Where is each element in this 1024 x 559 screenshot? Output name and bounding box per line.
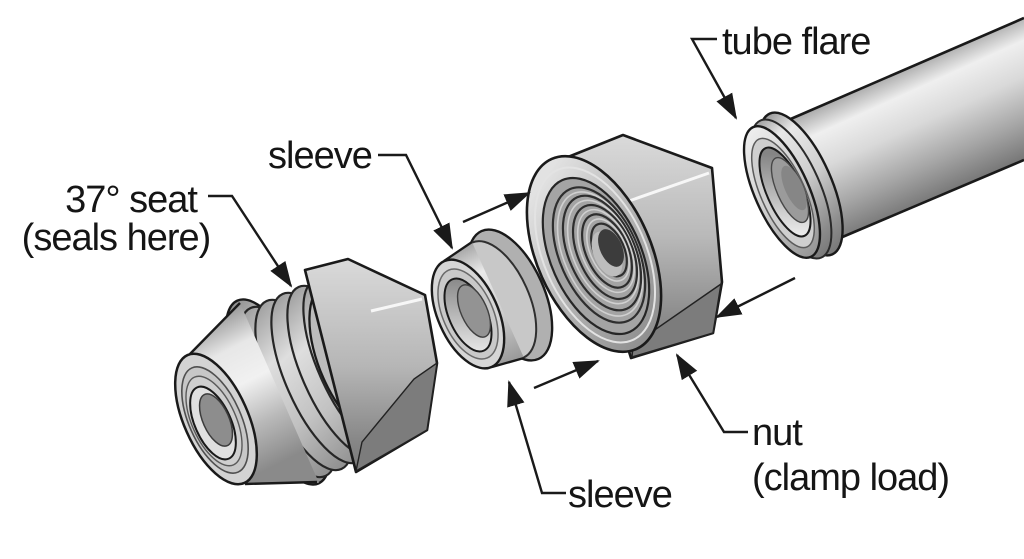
nut-chamfer-ring [533, 166, 657, 344]
label-37-seat-line1: 37° seat [65, 179, 198, 221]
leader-tube-flare [689, 37, 738, 120]
body-cone-top-edge [187, 302, 241, 357]
sleeve-bottom-edge [491, 356, 525, 369]
label-nut-line2: (clamp load) [752, 457, 949, 499]
leader-sleeve-top [378, 153, 454, 250]
nut-bore-hole [598, 229, 624, 267]
label-nut-line1: nut [752, 412, 803, 454]
nut-thread-ring [566, 199, 640, 305]
tube-with-flare [742, 16, 1024, 260]
sleeve-bore-deep [456, 284, 492, 338]
assembly-arrow-upper [462, 191, 531, 224]
assembly-arrow-lower [533, 359, 600, 390]
sleeve-part [430, 228, 554, 370]
label-sleeve-top: sleeve [268, 135, 372, 177]
label-37-seat-line2: (seals here) [22, 217, 211, 259]
nut-thread-ring [561, 194, 643, 312]
body-cone [188, 303, 319, 483]
fitting-body-part [173, 257, 439, 486]
body-hex-dark-face [354, 361, 438, 473]
nut-hex-highlight [628, 171, 710, 203]
annotations [208, 37, 796, 495]
body-cone-bottom-edge [244, 480, 318, 486]
assembly-arrow-right [715, 276, 796, 319]
sleeve-top-edge [443, 241, 473, 262]
nut-thread-ring [585, 218, 631, 282]
leader-nut [675, 353, 748, 434]
nut-thread-ring [576, 208, 636, 294]
nut-part [525, 133, 724, 360]
tube-top-edge [785, 16, 1024, 123]
nut-hex-dark-face [631, 282, 723, 359]
label-tube-flare: tube flare [722, 21, 870, 63]
labels: tube flare sleeve 37° seat (seals here) … [22, 21, 950, 516]
tube-bottom-edge [832, 158, 1024, 243]
label-sleeve-bottom: sleeve [568, 474, 672, 516]
flare-bore-deepest [781, 165, 807, 211]
body-bore-deep [198, 393, 234, 447]
body-hex-highlight [370, 297, 423, 313]
nut-thread-ring [581, 213, 633, 289]
nut-thread-ring [571, 203, 639, 301]
leader-sleeve-bottom [507, 380, 566, 495]
leader-37-seat [208, 194, 293, 288]
nut-thread-ring [551, 186, 647, 324]
